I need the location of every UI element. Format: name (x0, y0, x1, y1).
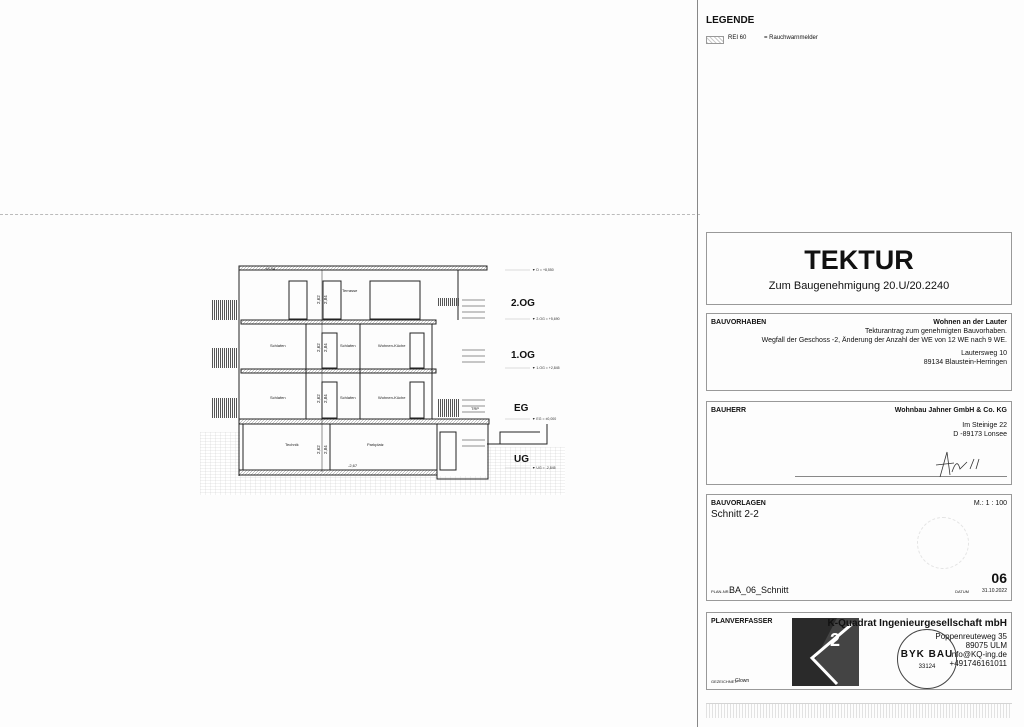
project-desc: Wegfall der Geschoss -2, Änderung der An… (761, 337, 1007, 344)
slab-ug (238, 469, 438, 476)
level-mark: +8,54 (265, 266, 276, 271)
firm-email: info@KQ-ing.de (949, 650, 1007, 659)
client-street: Im Steinige 22 (962, 422, 1007, 429)
height-dimensions: 2,62 2,84 2,62 2,84 2,62 2,84 2,62 2,84 (316, 295, 328, 454)
level-mark: -2,67 (348, 463, 358, 468)
stairs (462, 299, 485, 447)
door (409, 381, 425, 419)
room-label: TRP (471, 406, 479, 411)
room-label: Schlafen (340, 395, 356, 400)
stamp-number: 33124 (918, 664, 936, 670)
door (321, 381, 338, 419)
bauvorlagen-label: BAUVORLAGEN (711, 500, 766, 507)
room-label: Wohnen-Küche (378, 343, 406, 348)
elevation-label: ▼ EG = ±0,000 (532, 417, 556, 421)
project-desc: Tekturantrag zum genehmigten Bauvorhaben… (864, 328, 1007, 335)
level-label: 1.OG (511, 350, 535, 361)
level-label: 2.OG (511, 298, 535, 309)
level-label: UG (514, 454, 529, 465)
firm-name: K-Quadrat Ingenieurgesellschaft mbH (827, 618, 1007, 629)
room-label: Wohnen-Küche (378, 395, 406, 400)
elevation-label: ▼ UG = -2,845 (532, 466, 556, 470)
bauvorhaben-label: BAUVORHABEN (711, 319, 767, 326)
project-city: 89134 Blaustein-Herringen (923, 359, 1007, 366)
height-dimension: 2,84 (323, 295, 328, 304)
bauherr-label: BAUHERR (711, 407, 746, 414)
plan-number: BA_06_Schnitt (729, 585, 789, 595)
ground-hatch (200, 432, 565, 495)
room-label: Schlafen (270, 343, 286, 348)
engineer-stamp: BYK BAU 33124 (897, 629, 957, 689)
height-dimension: 2,84 (323, 343, 328, 352)
title-block-border (697, 0, 698, 727)
room-label: Terrasse (342, 288, 358, 293)
height-dimension: 2,62 (316, 295, 321, 304)
bauvorlagen-box: BAUVORLAGEN Schnitt 2-2 M.: 1 : 100 06 P… (706, 494, 1012, 601)
drawing-title: Schnitt 2-2 (711, 509, 759, 520)
project-name: Wohnen an der Lauter (933, 319, 1007, 326)
elevation-label: ▼ 1.OG = +2,845 (532, 366, 560, 370)
signature-line (795, 476, 1007, 477)
planverfasser-label: PLANVERFASSER (711, 618, 773, 625)
drawn-label: GEZEICHNET: (711, 679, 738, 684)
k-quadrat-logo: 2 (792, 618, 859, 686)
plan-label: PLAN-NR. (711, 589, 730, 594)
tektur-subtitle: Zum Baugenehmigung 20.U/20.2240 (768, 280, 950, 292)
bauherr-box: BAUHERR Wohnbau Jahner GmbH & Co. KG Im … (706, 401, 1012, 485)
copyright-footer (706, 703, 1012, 718)
level-label: EG (514, 403, 529, 414)
elevation-lines (505, 269, 530, 469)
slab-1og (240, 368, 437, 374)
sheet-number: 06 (991, 570, 1007, 586)
slab-2og (240, 319, 437, 325)
client-name: Wohnbau Jahner GmbH & Co. KG (894, 407, 1007, 414)
tektur-box: TEKTUR Zum Baugenehmigung 20.U/20.2240 (706, 232, 1012, 305)
height-dimension: 2,84 (323, 445, 328, 454)
roof-slab (238, 265, 488, 271)
hatch-swatch (706, 36, 724, 44)
firm-city: 89075 ULM (965, 641, 1007, 650)
date-label: DATUM (955, 589, 969, 594)
scale: M.: 1 : 100 (973, 500, 1007, 507)
svg-text:2: 2 (830, 630, 840, 650)
elevation-label: ▼ 2.OG = +5,690 (532, 317, 560, 321)
date: 31.10.2022 (981, 588, 1007, 594)
height-dimension: 2,62 (316, 343, 321, 352)
window (322, 280, 342, 320)
room-label: Schlafen (270, 395, 286, 400)
height-dimension: 2,62 (316, 394, 321, 403)
firm-phone: +491746161011 (949, 659, 1007, 668)
height-dimension: 2,62 (316, 445, 321, 454)
room-label: Schlafen (340, 343, 356, 348)
elevation-label: ▼ D = +8,550 (532, 268, 554, 272)
faint-stamp (917, 517, 969, 569)
drawn-by: Glown (735, 678, 750, 684)
firm-street: Poppenreuteweg 35 (935, 632, 1007, 641)
bauvorhaben-box: BAUVORHABEN Wohnen an der Lauter Tektura… (706, 313, 1012, 391)
planverfasser-box: PLANVERFASSER 2 K-Quadrat Ingenieurgesel… (706, 612, 1012, 690)
project-street: Lautersweg 10 (961, 350, 1007, 357)
signature (935, 451, 980, 478)
legend-item: REI 60 (728, 35, 747, 41)
height-dimension: 2,84 (323, 394, 328, 403)
slab-eg (238, 418, 490, 425)
legend-title: LEGENDE (706, 15, 755, 26)
window (288, 280, 308, 320)
fold-line (0, 214, 700, 215)
room-label: Technik (285, 442, 299, 447)
section-drawing: Terrasse Schlafen Schlafen Wohnen-Küche … (200, 265, 565, 495)
tektur-title: TEKTUR (804, 245, 914, 275)
room-label: Parkplatz (367, 442, 384, 447)
client-city: D -89173 Lonsee (953, 431, 1007, 438)
door (409, 332, 425, 369)
stamp-text: BYK BAU (900, 649, 954, 660)
terrace-door (369, 280, 421, 320)
door (321, 332, 338, 369)
balconies (211, 298, 459, 418)
legend-item: = Rauchwarnmelder (764, 35, 818, 41)
door (439, 431, 457, 471)
